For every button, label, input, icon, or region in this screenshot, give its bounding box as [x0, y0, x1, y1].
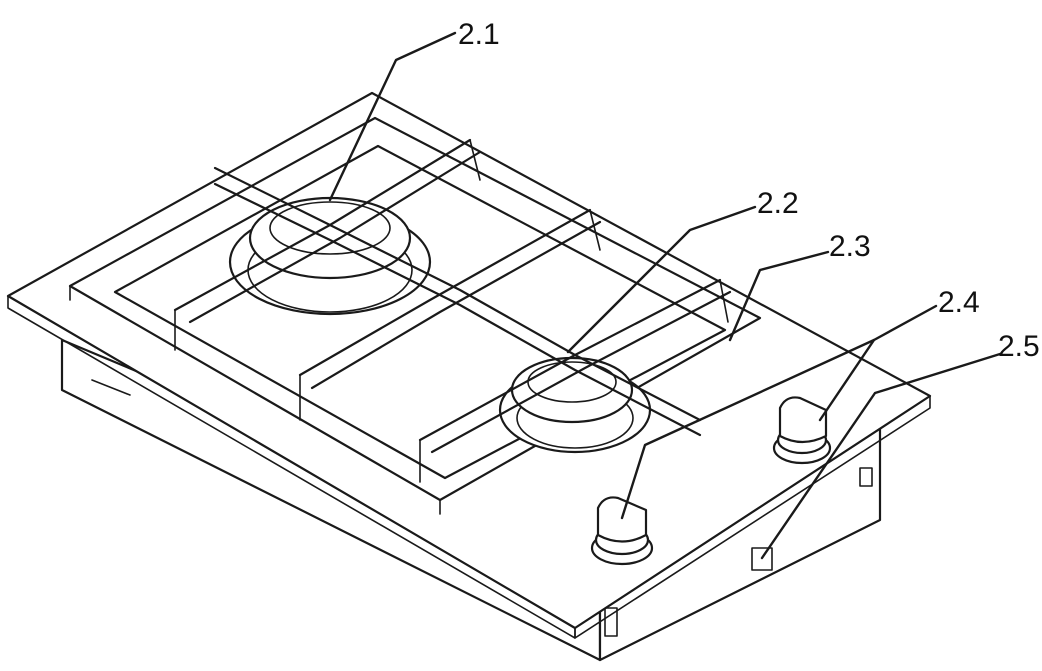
pan-support-frame: [68, 116, 762, 515]
control-knob-rear[interactable]: [772, 396, 832, 465]
label-2-5: 2.5: [998, 330, 1040, 363]
callout-labels: 2.1 2.2 2.3 2.4 2.5: [458, 18, 1040, 363]
label-2-4: 2.4: [938, 286, 980, 319]
leader-lines: [328, 31, 1002, 560]
label-2-3: 2.3: [829, 230, 871, 263]
burner-large: [228, 196, 432, 316]
control-knob-front[interactable]: [590, 496, 654, 566]
label-2-1: 2.1: [458, 18, 500, 51]
label-2-2: 2.2: [757, 187, 799, 220]
pan-support-bars: [173, 138, 732, 483]
glass-top-plate: [6, 91, 932, 639]
